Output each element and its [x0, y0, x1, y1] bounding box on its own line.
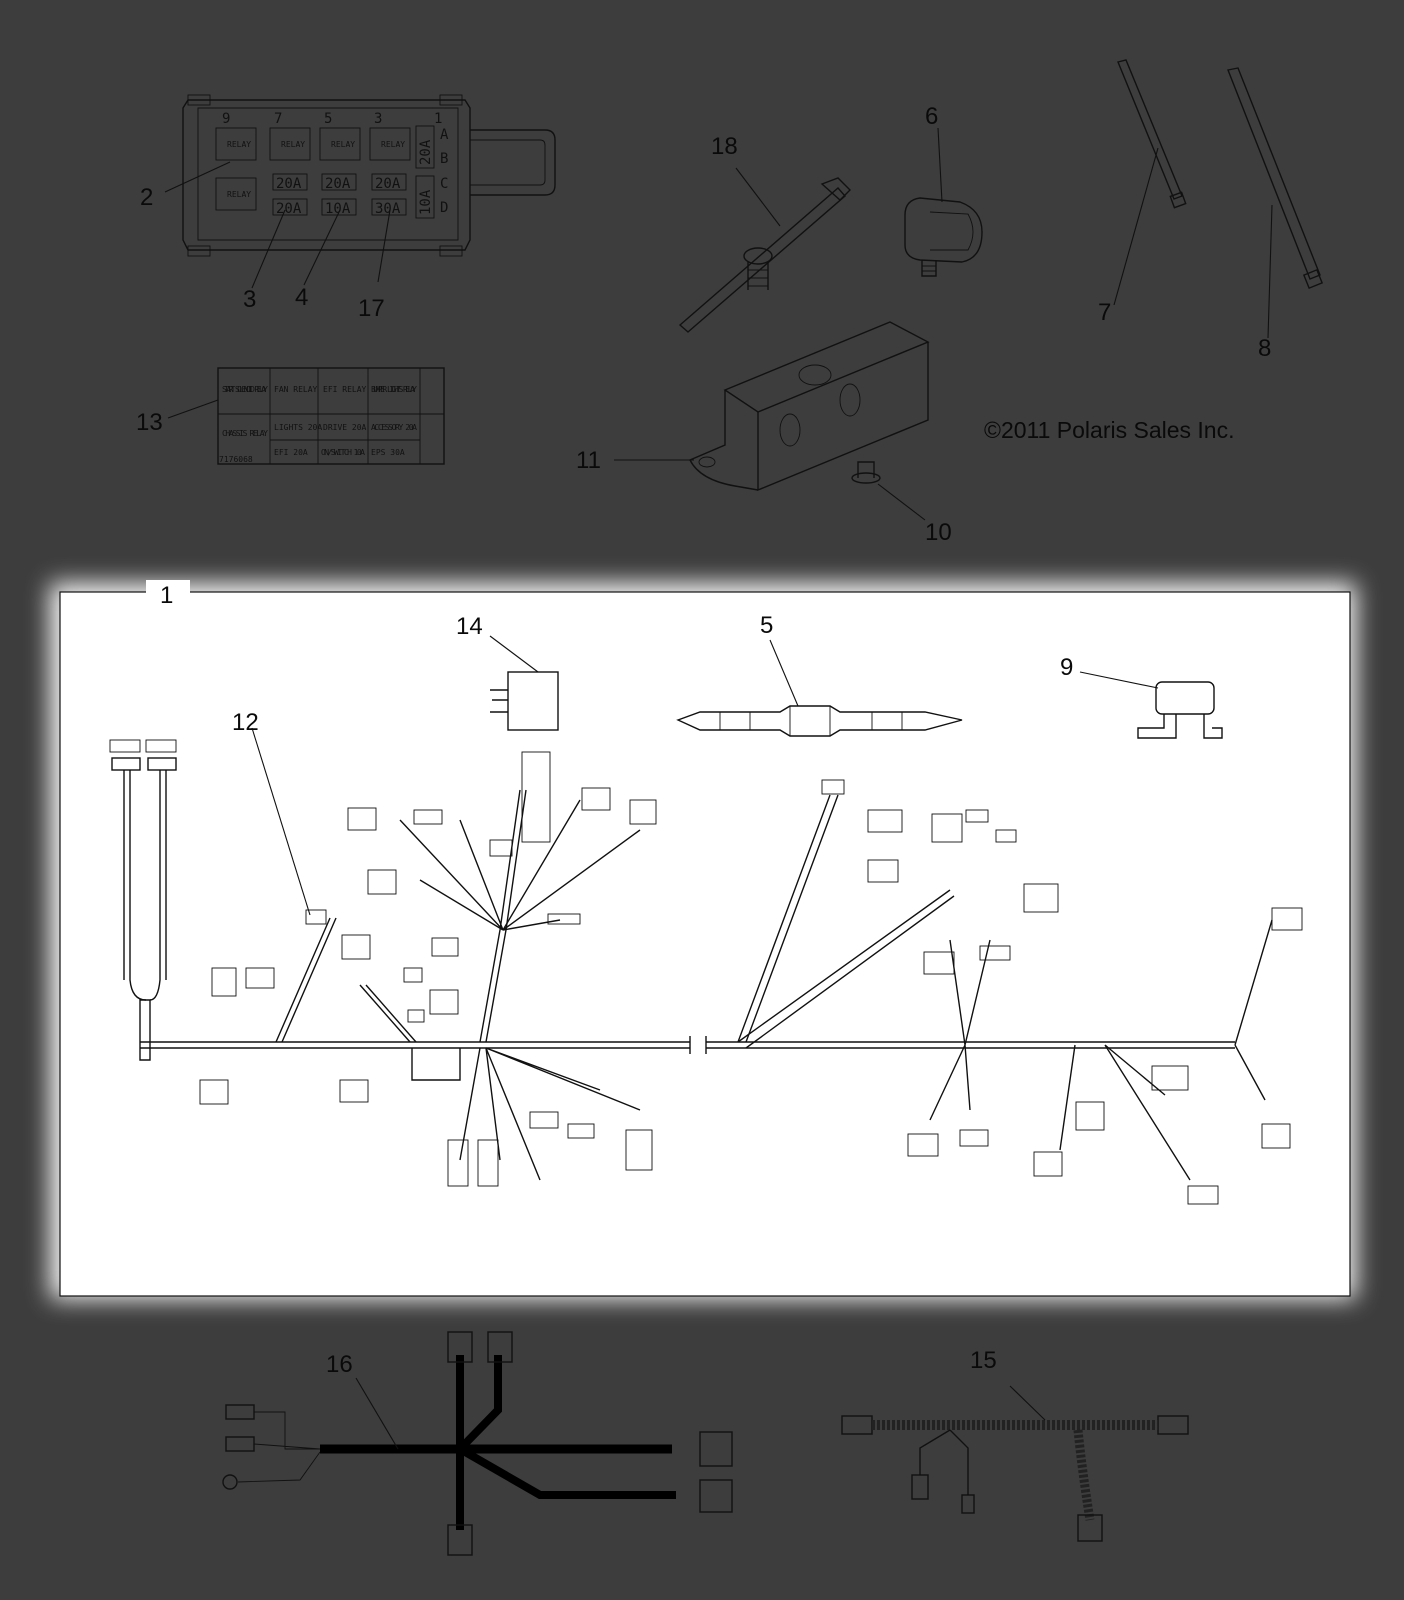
callout-14: 14 [456, 613, 483, 640]
row-letter: D [440, 200, 448, 216]
decal-text: ACCESSORY 20A [371, 423, 417, 432]
inline-fuse-holder [676, 639, 963, 737]
callout-7: 7 [1098, 299, 1111, 326]
callout-1: 1 [160, 582, 173, 609]
callout-15: 15 [970, 1347, 997, 1374]
fuse-label: 20A [325, 176, 351, 192]
mounting-bracket [614, 321, 930, 492]
fuse-label: 20A [276, 176, 302, 192]
relay-label: RELAY [281, 140, 305, 149]
callout-18: 18 [711, 133, 738, 160]
decal-text: ON/SWITCH 10A [321, 448, 365, 457]
decal-text: LIGHTS 20A [274, 423, 322, 432]
row-letter: B [440, 151, 448, 167]
callout-10: 10 [925, 519, 952, 546]
accessory-harness [222, 1331, 733, 1556]
push-rivet [851, 461, 926, 521]
fuse-box-number: 1 [434, 111, 442, 127]
callout-4: 4 [295, 284, 308, 311]
callout-5: 5 [760, 612, 773, 639]
cable-tie-short [1113, 59, 1187, 306]
cable-tie-long [1227, 67, 1324, 339]
relay-label: RELAY [227, 140, 251, 149]
extension-harness [841, 1385, 1189, 1542]
fuse-label: 30A [375, 201, 401, 217]
fuse-label: 20A [276, 201, 302, 217]
callout-11: 11 [576, 447, 601, 474]
callout-1-backing [146, 580, 190, 602]
callout-17: 17 [358, 295, 385, 322]
push-mount-cable-tie [678, 167, 851, 333]
callout-3: 3 [243, 286, 256, 313]
row-letter: A [440, 127, 449, 143]
callout-6: 6 [925, 103, 938, 130]
relay-label: RELAY [331, 140, 355, 149]
fuse-box-number: 7 [274, 111, 282, 127]
copyright: ©2011 Polaris Sales Inc. [984, 417, 1234, 443]
connector-clip [904, 127, 983, 277]
decal-text: EFI RELAY [323, 385, 367, 394]
fuse-label: 10A [325, 201, 351, 217]
fuse-box-number: 5 [324, 111, 332, 127]
callout-16: 16 [326, 1351, 353, 1378]
main-harness-left [109, 727, 691, 1187]
decal-text: CHASSIS RELAY [222, 429, 268, 438]
fuse-box-number: 3 [374, 111, 382, 127]
decal-text: EFI 20A [274, 448, 308, 457]
relay-label: RELAY [381, 140, 405, 149]
decal-text: START SOLENOID RELAY [222, 385, 268, 394]
fuse-label: 20A [375, 176, 401, 192]
decal-text: DRIVE 20A [323, 423, 367, 432]
callout-8: 8 [1258, 335, 1271, 362]
callout-12: 12 [232, 709, 259, 736]
fuse-box: 9 7 5 3 1 RELAY RELAY RELAY RELAY RELAY … [164, 94, 556, 289]
relay-component [489, 635, 559, 731]
fuse-decal: START SOLENOID RELAY FAN RELAY EFI RELAY… [167, 367, 445, 465]
fuse-label: 20A [418, 139, 434, 165]
relay-label: RELAY [227, 190, 251, 199]
callout-13: 13 [136, 409, 163, 436]
main-harness-panel [59, 591, 1351, 1297]
circuit-breaker [1079, 671, 1223, 739]
row-letter: C [440, 176, 448, 192]
fuse-box-number: 9 [222, 111, 230, 127]
decal-part-number: 7176068 [219, 455, 253, 464]
decal-text: BUMPER LIGHTS RELAY [371, 385, 417, 394]
decal-text: EPS 30A [371, 448, 405, 457]
callout-9: 9 [1060, 654, 1073, 681]
decal-text: FAN RELAY [274, 385, 318, 394]
callout-2: 2 [140, 184, 153, 211]
main-harness-right [705, 779, 1303, 1205]
fuse-label: 10A [418, 189, 434, 215]
